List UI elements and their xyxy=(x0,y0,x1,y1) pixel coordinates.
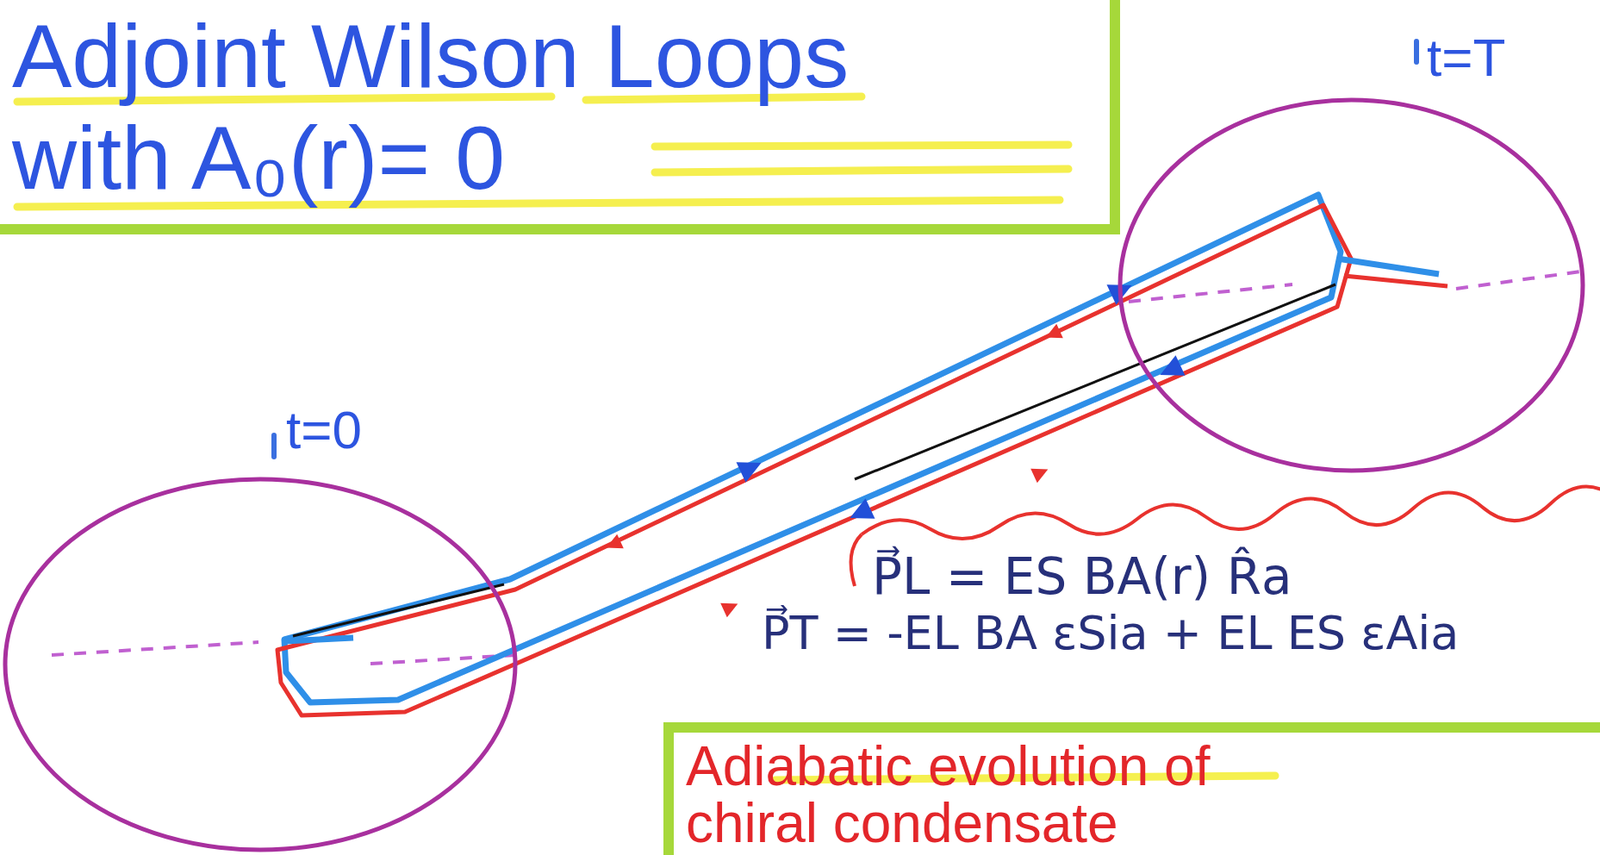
time-label: t=0 xyxy=(286,399,362,461)
note-text: Adiabatic evolution of chiral condensate xyxy=(685,737,1221,852)
equation-label: P⃗L = ES BA(r) R̂a xyxy=(871,547,1293,605)
note-box: Adiabatic evolution of chiral condensate xyxy=(663,722,1600,855)
time-label: t=T xyxy=(1426,27,1506,88)
title-box: Adjoint Wilson Loops with A₀(r)= 0 xyxy=(0,0,1121,235)
circle-outline xyxy=(1,475,519,853)
title-text: Adjoint Wilson Loops with A₀(r)= 0 xyxy=(12,5,978,209)
time-slice-circle: t=T xyxy=(1116,96,1587,474)
circle-outline-shape xyxy=(1120,99,1583,471)
circle-outline-shape xyxy=(5,479,516,850)
equation-label: P⃗T = -EL BA εSia + EL ES εAia xyxy=(761,606,1459,660)
time-slice-circle: t=0 xyxy=(1,475,519,853)
circle-outline xyxy=(1116,96,1587,474)
